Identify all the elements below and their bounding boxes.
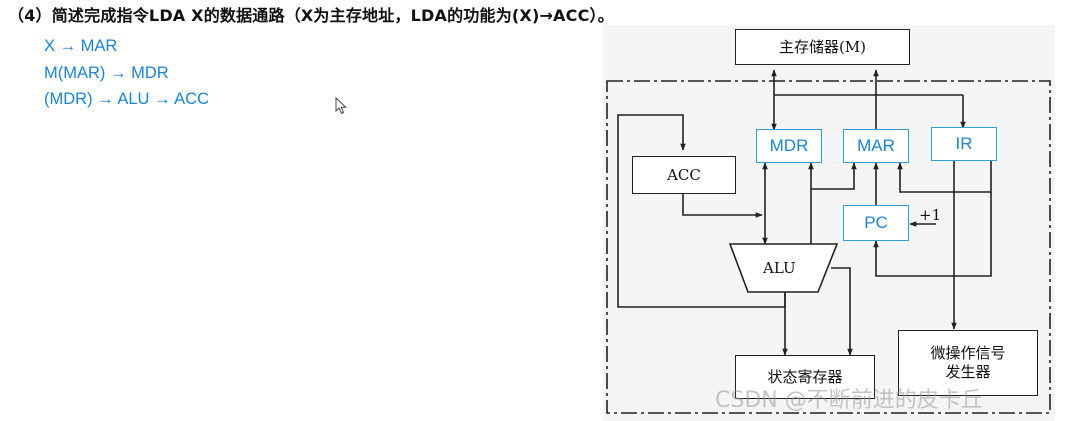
- main-memory-box: 主存储器(M): [735, 29, 910, 65]
- question-text: （4）简述完成指令LDA X的数据通路（X为主存地址，LDA的功能为(X)→AC…: [8, 6, 614, 25]
- microop-generator-line2: 发生器: [945, 363, 991, 381]
- pc-box: PC: [843, 205, 909, 241]
- answer-steps: X → MAR M(MAR) → MDR (MDR) → ALU → ACC: [44, 33, 209, 113]
- status-register-box: 状态寄存器: [735, 355, 875, 399]
- mdr-box: MDR: [756, 129, 822, 163]
- answer-step-2: M(MAR) → MDR: [44, 63, 169, 82]
- alu-label: ALU: [763, 259, 796, 277]
- increment-label: +1: [919, 206, 942, 224]
- microop-generator-line1: 微操作信号: [930, 344, 1006, 362]
- diagram-wires: [606, 69, 1051, 414]
- mar-box: MAR: [843, 129, 909, 163]
- answer-step-1: X → MAR: [44, 37, 118, 55]
- acc-box: ACC: [632, 156, 736, 194]
- answer-step-3: (MDR) → ALU → ACC: [44, 90, 210, 108]
- ir-box: IR: [931, 127, 997, 161]
- cpu-diagram: 主存储器(M) MDR MAR IR ACC PC +1 ALU 状态寄存器 微…: [603, 25, 1055, 421]
- watermark: CSDN @不断前进的皮卡丘: [715, 388, 983, 413]
- mouse-pointer-icon: [335, 97, 348, 115]
- microop-generator-box: 微操作信号 发生器: [898, 330, 1038, 396]
